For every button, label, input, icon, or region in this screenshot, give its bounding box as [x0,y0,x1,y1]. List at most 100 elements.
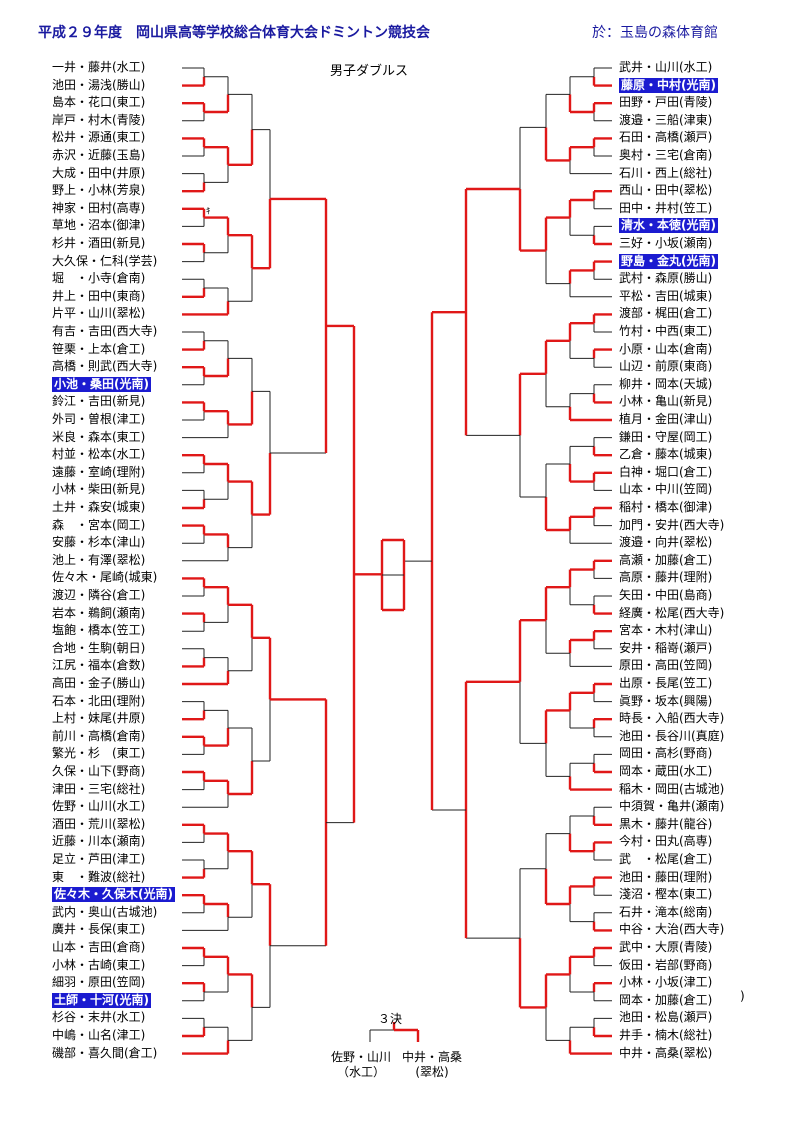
left-entry: 東 ・難波(総社) [52,869,146,884]
left-entry: 佐々木・尾崎(城東) [52,570,158,585]
right-entry: 武村・森原(勝山) [619,271,713,286]
left-entry: 土師・十河(光南) [52,992,151,1008]
right-entry: 経廣・松尾(西大寺) [619,605,725,620]
right-entry: 眞野・坂本(興陽) [619,693,713,708]
stray-paren: ) [740,989,745,1003]
right-entry: 中須賀・亀井(瀬南) [619,799,725,814]
left-entry: 村並・松本(水工) [52,447,146,462]
right-entry: 野島・金丸(光南) [619,253,718,269]
third-place-label: ３決 [378,1012,403,1026]
left-entry: 安藤・杉本(津山) [52,535,146,550]
left-entry: 前川・高橋(倉南) [52,728,146,743]
right-entry: 山辺・前原(東商) [619,359,713,374]
left-entry: 笹栗・上本(倉工) [52,341,146,356]
left-entry: 外司・曽根(津工) [52,412,146,426]
left-entry: 津田・三宅(総社) [52,781,146,796]
right-entry: 小林・小坂(津工) [619,975,713,990]
right-entry: 岡本・加藤(倉工) [619,992,713,1007]
left-entry: 中嶋・山名(津工) [52,1028,146,1042]
right-entry: 石井・滝本(総南) [619,904,713,919]
right-entry: 柳井・岡本(天城) [619,376,713,391]
right-entry: 黒木・藤井(龍谷) [619,816,713,831]
right-entry: 田野・戸田(青陵) [619,95,713,110]
third-place-left: 佐野・山川 （水工） [331,1050,391,1080]
left-entry: 細羽・原田(笠岡) [52,975,146,990]
right-entry: 渡邉・向井(翠松) [619,535,713,550]
right-entry: 稲木・岡田(古城池) [619,781,725,796]
left-entry: 佐々木・久保木(光南) [52,887,175,903]
left-entry: 森 ・宮本(岡工) [52,517,146,532]
right-entry: 池田・松島(瀬戸) [619,1010,713,1025]
left-entry: 池田・湯浅(勝山) [52,77,146,92]
left-entry: 山本・吉田(倉商) [52,940,146,954]
left-entry: 小林・柴田(新見) [52,482,146,497]
venue-label: 於：玉島の森体育館 [592,25,718,41]
third-place-right: 中井・高桑 (翠松) [402,1050,462,1080]
right-entry: 加門・安井(西大寺) [619,517,725,532]
left-entry: 大久保・仁科(学芸) [52,253,158,268]
left-entry: 近藤・川本(瀬南) [52,834,146,849]
left-entry: 武内・奥山(古城池) [52,904,158,919]
right-entry: 鎌田・守屋(岡工) [619,429,713,444]
right-entry: 平松・吉田(城東) [619,288,713,303]
left-entry: 酒田・荒川(翠松) [52,816,146,831]
right-entry: 中井・高桑(翠松) [619,1045,713,1060]
left-entry: 井上・田中(東商) [52,288,146,303]
right-entry: 白神・堀口(倉工) [619,464,713,479]
right-entry: 原田・高田(笠岡) [619,658,713,673]
left-entry: 有吉・吉田(西大寺) [52,324,158,338]
left-entry: 米良・森本(東工) [52,429,146,444]
left-entry: 神家・田村(高専) [52,200,146,215]
right-entry: 武中・大原(青陵) [619,940,713,954]
left-entry: 堀 ・小寺(倉南) [52,271,146,286]
left-entry: 杉井・酒田(新見) [52,236,146,250]
left-entry: 磯部・喜久間(倉工) [52,1045,158,1060]
left-entry: 石本・北田(理附) [52,693,146,708]
left-entry: 繁光・杉 (東工) [52,746,146,761]
left-entry: 高田・金子(勝山) [52,676,146,690]
left-entry: 片平・山川(翠松) [52,306,146,321]
right-entry: 竹村・中西(東工) [619,324,713,338]
left-entry: 岸戸・村木(青陵) [52,112,146,127]
right-entry: 宮本・木村(津山) [619,623,713,638]
right-entry: 池田・長谷川(真庭) [619,728,725,743]
right-entry: 奥村・三宅(倉南) [619,148,713,162]
left-entry: 島本・花口(東工) [52,95,146,110]
right-entry: 仮田・岩部(野商) [619,957,713,972]
left-entry: 大成・田中(井原) [52,165,146,180]
left-entry: 松井・源通(東工) [52,130,146,145]
right-entry: 乙倉・藤本(城東) [619,447,713,462]
right-entry: 時長・入船(西大寺) [619,711,725,726]
left-entry: 一井・藤井(水工) [52,60,146,74]
left-entry: 小池・桑田(光南) [52,376,151,392]
third-place-left-name: 佐野・山川 [331,1050,392,1064]
right-entry: 出原・長尾(笠工) [619,676,713,690]
right-entry: 井手・楠木(総社) [619,1028,713,1042]
left-entry: 上村・妹尾(井原) [52,711,146,726]
left-entry: 小林・古崎(東工) [52,957,146,972]
right-entry: 三好・小坂(瀬南) [619,236,713,250]
right-entry: 石田・高橋(瀬戸) [619,130,713,145]
left-entry: 高橋・則武(西大寺) [52,359,158,374]
right-entry: 武 ・松尾(倉工) [619,852,713,866]
right-entry: 今村・田丸(高専) [619,834,713,849]
right-entry: 岡田・高杉(野商) [619,746,713,761]
event-subtitle: 男子ダブルス [330,64,409,79]
right-entry: 植月・金田(津山) [619,412,713,426]
right-entry: 小原・山本(倉南) [619,341,713,356]
right-entry: 清水・本徳(光南) [619,218,718,234]
left-entry: 江尻・福本(倉数) [52,658,146,673]
left-entry: 渡辺・隣谷(倉工) [52,588,146,602]
right-entry: 西山・田中(翠松) [619,183,713,198]
right-entry: 藤原・中村(光南) [619,77,718,93]
right-entry: 山本・中川(笠岡) [619,482,713,497]
right-entry: 渡部・梶田(倉工) [619,306,713,321]
right-entry: 池田・藤田(理附) [619,869,713,884]
right-entry: 矢田・中田(島商) [619,588,713,602]
left-entry: 赤沢・近藤(玉島) [52,148,146,162]
left-entry: 佐野・山川(水工) [52,799,146,814]
left-entry: 合地・生駒(朝日) [52,640,146,655]
left-entry: 遠藤・室崎(理附) [52,464,146,479]
left-entry: 草地・沼本(御津) [52,218,146,233]
